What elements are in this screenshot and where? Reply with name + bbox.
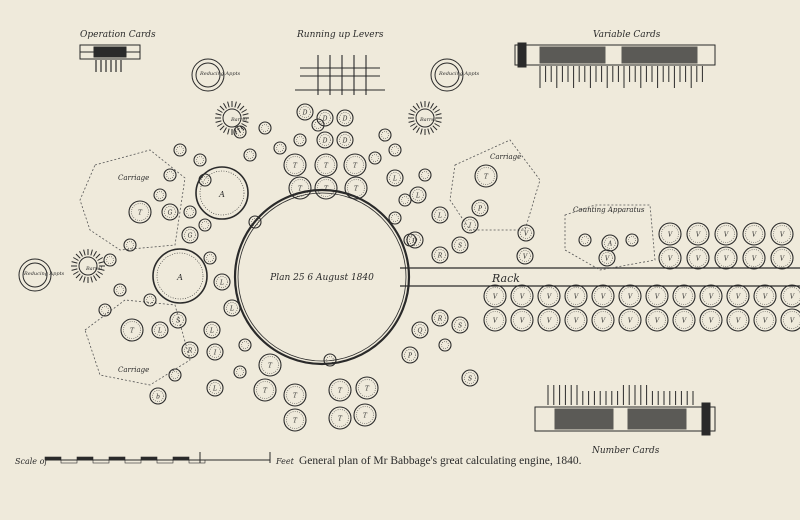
- wheel-letter: V: [628, 294, 633, 301]
- wheel-letter: V: [736, 294, 741, 301]
- wheel-letter: V: [547, 318, 552, 325]
- wheel-letter: V: [668, 232, 673, 239]
- wheel-letter: V: [524, 231, 529, 238]
- wheel-letter: b: [156, 394, 160, 401]
- wheel-letter: V: [752, 256, 757, 263]
- wheel-letter: L: [229, 306, 234, 313]
- wheel-letter: L: [209, 328, 214, 335]
- reducing-label-top-left: Reducing Appts: [199, 71, 241, 77]
- wheel-label-a-left: A: [176, 273, 183, 282]
- wheel-letter: V: [574, 318, 579, 325]
- wheel-letter: L: [392, 176, 397, 183]
- wheel-letter: G: [188, 233, 193, 240]
- wheel-letter: D: [342, 116, 348, 123]
- wheel-letter: V: [668, 256, 673, 263]
- barrel-label-top-right: Barrel: [419, 117, 436, 123]
- wheel-letter: S: [458, 323, 462, 330]
- wheel-letter: A: [607, 241, 613, 248]
- wheel-letter: L: [437, 213, 442, 220]
- wheel-letter: V: [763, 294, 768, 301]
- wheel-letter: V: [696, 232, 701, 239]
- wheel-letter: V: [736, 318, 741, 325]
- plate-caption: General plan of Mr Babbage's great calcu…: [299, 455, 582, 467]
- feet-label: Feet: [275, 457, 295, 466]
- wheel-letter: V: [709, 294, 714, 301]
- rack-label: Rack: [491, 272, 520, 285]
- reducing-label-top-right: Reducing Appts: [438, 71, 480, 77]
- number-cards-label: Number Cards: [591, 446, 660, 456]
- wheel-letter: V: [523, 254, 528, 261]
- wheel-letter: L: [415, 193, 420, 200]
- wheel-letter: V: [752, 232, 757, 239]
- wheel-letter: D: [322, 138, 328, 145]
- wheel-letter: V: [724, 256, 729, 263]
- wheel-letter: R: [437, 253, 443, 260]
- carriage-label-right: Carriage: [490, 153, 521, 161]
- barrel-label-left: Barrel: [85, 266, 102, 272]
- reducing-label-left: Reducing Appts: [23, 271, 65, 277]
- wheel-letter: V: [601, 294, 606, 301]
- wheel-letter: L: [219, 280, 224, 287]
- wheel-letter: V: [605, 256, 610, 263]
- wheel-letter: D: [302, 110, 308, 117]
- wheel-letter: V: [547, 294, 552, 301]
- wheel-letter: L: [212, 386, 217, 393]
- carriage-label-upper-left: Carriage: [118, 174, 149, 182]
- wheel-label-a-upper: A: [218, 190, 225, 199]
- wheel-letter: S: [176, 318, 180, 325]
- wheel-letter: L: [157, 328, 162, 335]
- barrel-label-top-left: Barrel: [230, 117, 247, 123]
- wheel-letter: V: [709, 318, 714, 325]
- wheel-letter: V: [780, 232, 785, 239]
- wheel-letter: V: [520, 318, 525, 325]
- wheel-letter: V: [696, 256, 701, 263]
- wheel-letter: G: [168, 210, 173, 217]
- wheel-letter: V: [682, 294, 687, 301]
- variable-cards-label: Variable Cards: [593, 30, 661, 40]
- wheel-letter: V: [493, 294, 498, 301]
- wheel-letter: V: [655, 294, 660, 301]
- wheel-letter: V: [780, 256, 785, 263]
- wheel-letter: D: [342, 138, 348, 145]
- wheel-letter: S: [458, 243, 462, 250]
- wheel-letter: V: [601, 318, 606, 325]
- wheel-letter: V: [493, 318, 498, 325]
- operation-cards-label: Operation Cards: [80, 30, 156, 40]
- wheel-letter: R: [437, 316, 443, 323]
- wheel-letter: V: [682, 318, 687, 325]
- wheel-letter: V: [628, 318, 633, 325]
- wheel-letter: V: [724, 232, 729, 239]
- wheel-letter: V: [790, 294, 795, 301]
- scale-label: Scale of: [15, 457, 49, 466]
- running-up-levers-label: Running up Levers: [296, 30, 384, 40]
- plan-date-label: Plan 25 6 August 1840: [269, 273, 374, 283]
- wheel-letter: R: [187, 348, 193, 355]
- carriage-label-lower-left: Carriage: [118, 366, 149, 374]
- wheel-letter: Q: [418, 328, 423, 335]
- wheel-letter: S: [468, 376, 472, 383]
- wheel-letter: V: [520, 294, 525, 301]
- counting-apparatus-label: Counting Apparatus: [573, 206, 645, 214]
- wheel-letter: V: [655, 318, 660, 325]
- wheel-letter: V: [574, 294, 579, 301]
- wheel-letter: V: [790, 318, 795, 325]
- wheel-letter: V: [763, 318, 768, 325]
